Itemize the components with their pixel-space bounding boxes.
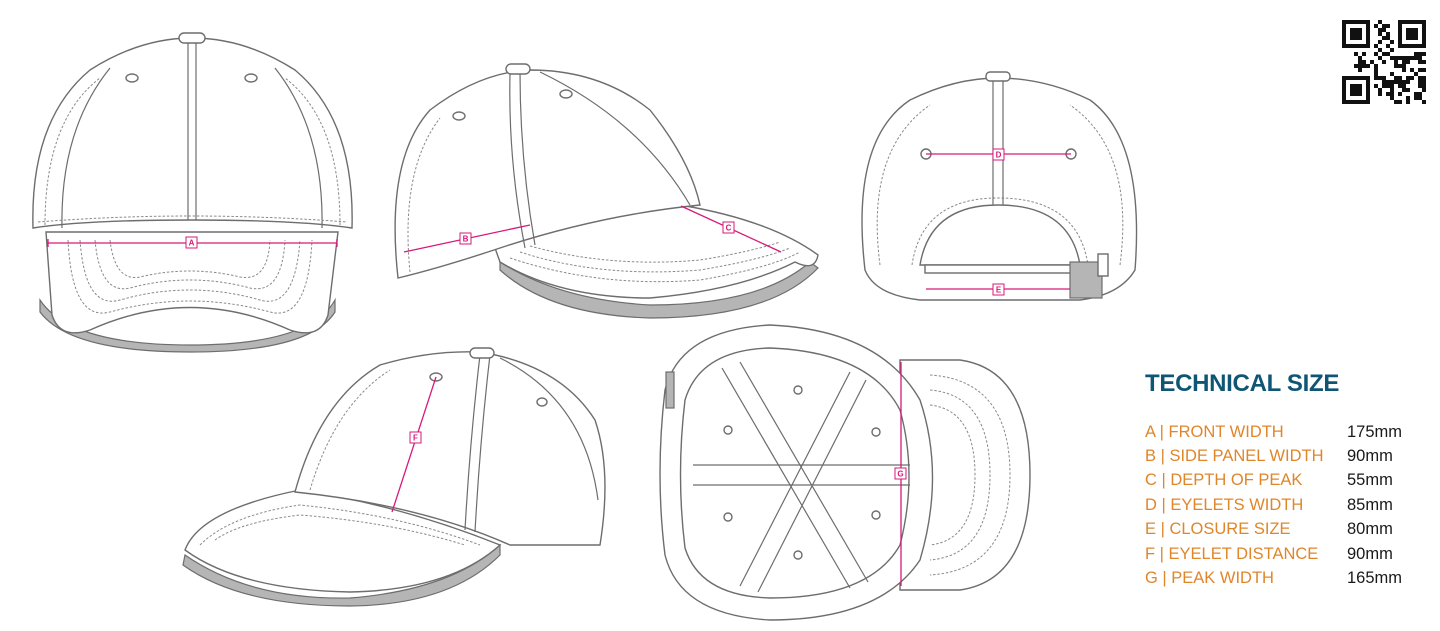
size-row: E | CLOSURE SIZE 80mm (1145, 518, 1435, 542)
size-row: F | EYELET DISTANCE 90mm (1145, 542, 1435, 566)
dimension-label-b: B (463, 235, 469, 244)
cap-front-view: A (32, 32, 353, 353)
size-row: B | SIDE PANEL WIDTH 90mm (1145, 444, 1435, 468)
size-row: C | DEPTH OF PEAK 55mm (1145, 469, 1435, 493)
size-value: 165mm (1347, 569, 1403, 588)
size-label: F | EYELET DISTANCE (1145, 544, 1319, 563)
cap-three-quarter-view: F (182, 347, 606, 607)
cap-side-view: B C (394, 63, 819, 319)
size-label: D | EYELETS WIDTH (1145, 495, 1304, 514)
size-row: D | EYELETS WIDTH 85mm (1145, 493, 1435, 517)
size-label: A | FRONT WIDTH (1145, 422, 1284, 441)
dimension-label-f: F (413, 434, 418, 443)
size-value: 90mm (1347, 447, 1393, 466)
dimension-label-g: G (897, 470, 903, 479)
dimension-label-a: A (189, 239, 195, 248)
size-value: 175mm (1347, 422, 1403, 441)
size-value: 55mm (1347, 471, 1393, 490)
technical-size-title: TECHNICAL SIZE (1145, 370, 1340, 397)
size-row: A | FRONT WIDTH 175mm (1145, 420, 1435, 444)
cap-back-view: D E (861, 71, 1138, 301)
size-row: G | PEAK WIDTH 165mm (1145, 566, 1435, 590)
size-label: G | PEAK WIDTH (1145, 569, 1274, 588)
dimension-label-c: C (726, 224, 732, 233)
dimension-label-e: E (996, 286, 1002, 295)
dimension-label-d: D (996, 151, 1002, 160)
technical-size-panel: TECHNICAL SIZE A | FRONT WIDTH 175mm B | S… (1145, 370, 1435, 591)
cap-underside-view: G (659, 324, 1031, 621)
size-label: C | DEPTH OF PEAK (1145, 471, 1303, 490)
qr-code-icon (1342, 20, 1426, 104)
size-label: E | CLOSURE SIZE (1145, 520, 1291, 539)
size-value: 90mm (1347, 544, 1393, 563)
size-value: 80mm (1347, 520, 1393, 539)
size-label: B | SIDE PANEL WIDTH (1145, 447, 1324, 466)
size-value: 85mm (1347, 495, 1393, 514)
